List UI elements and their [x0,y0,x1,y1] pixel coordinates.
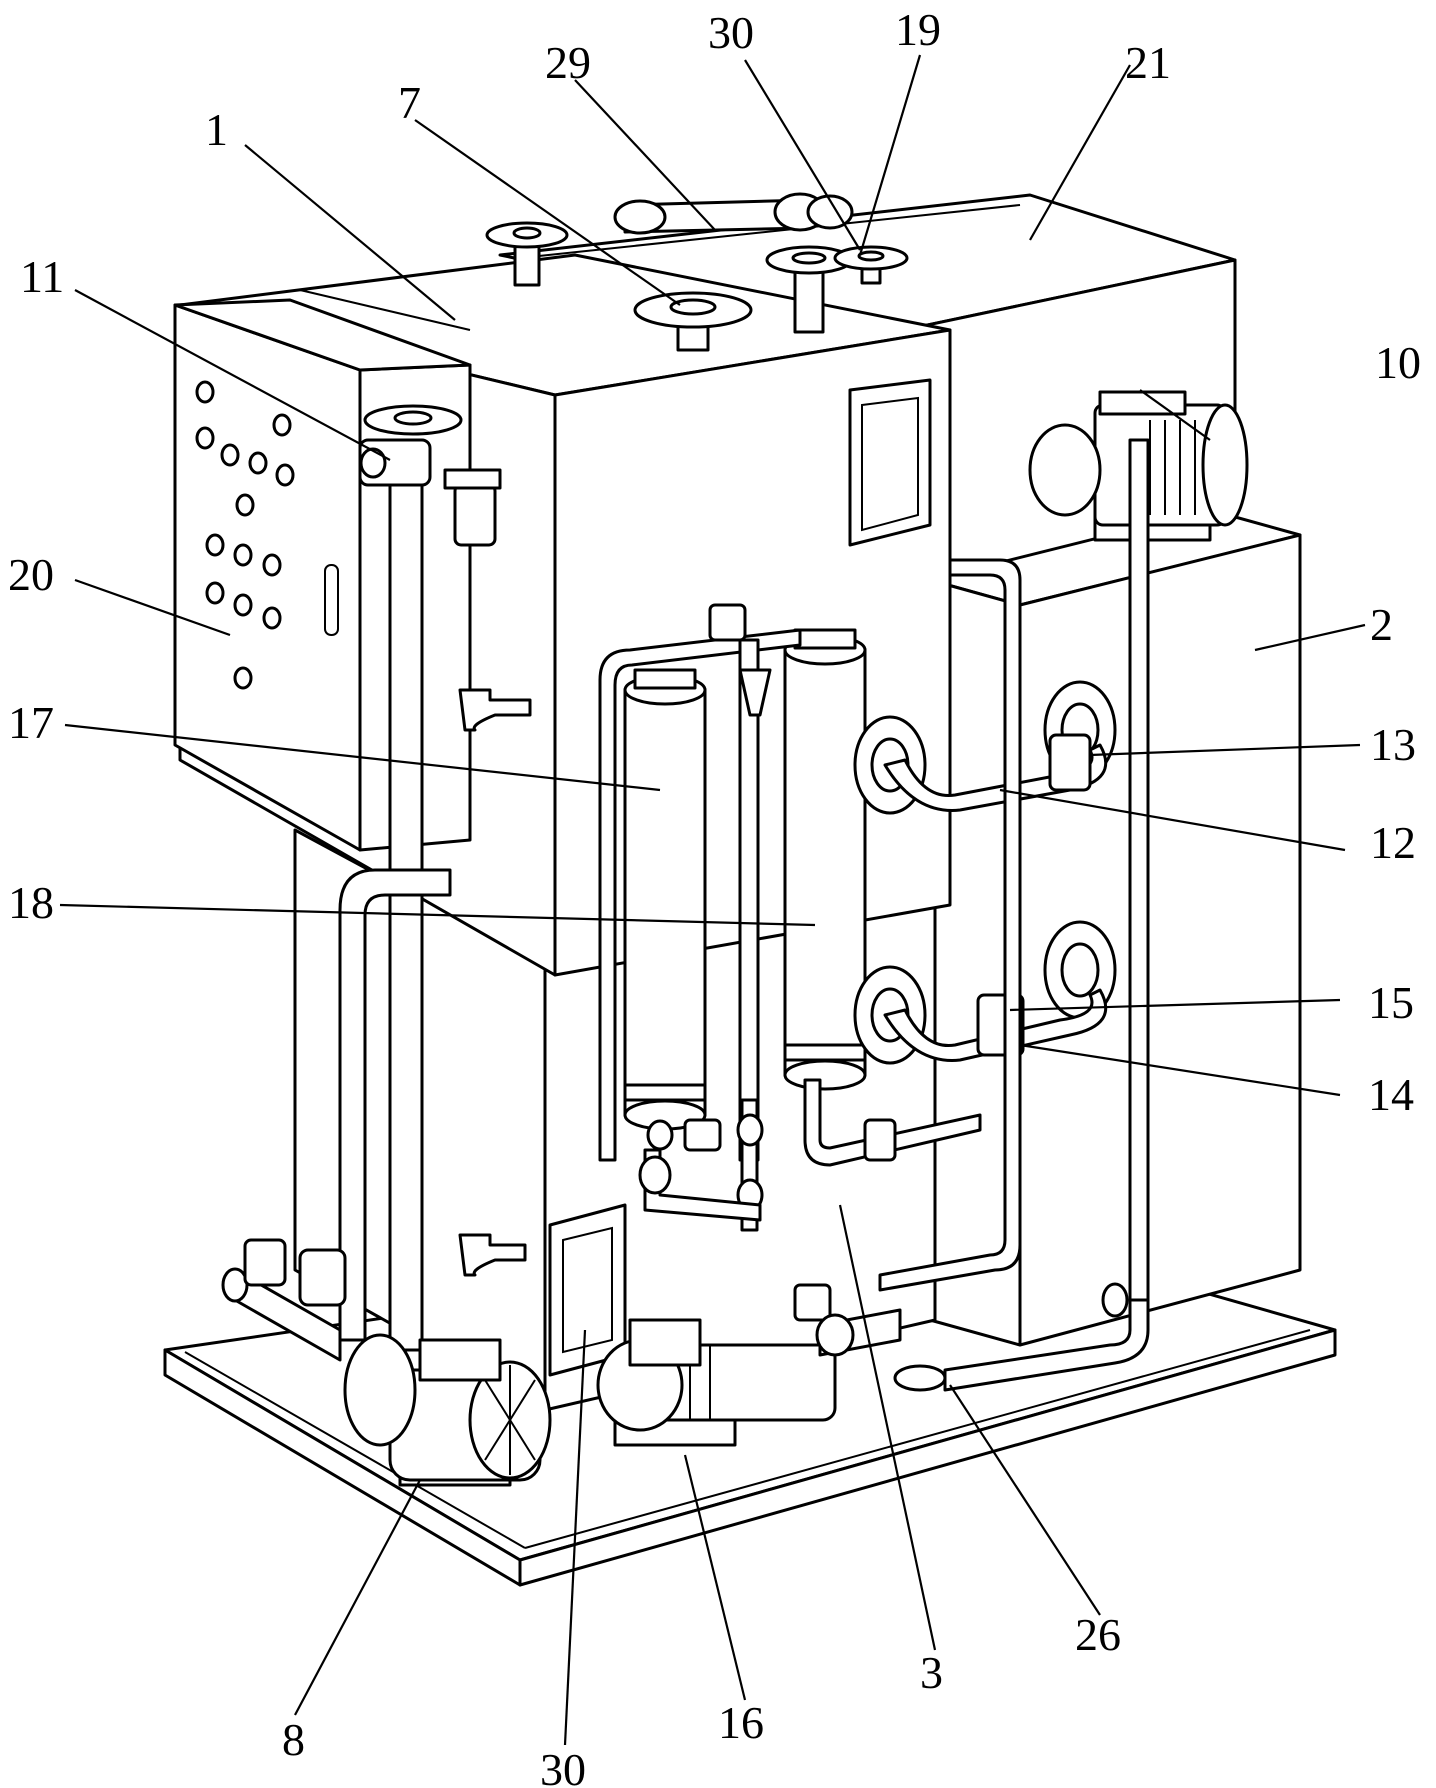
label-15: 15 [1368,977,1414,1028]
label-10: 10 [1375,337,1421,388]
label-2: 2 [1370,599,1393,650]
filter-18 [783,628,867,1091]
label-30-top: 30 [708,7,754,58]
pump-8 [343,1333,552,1487]
label-30-bottom: 30 [540,1744,586,1788]
label-19: 19 [895,4,941,55]
left-pipe-11 [338,404,532,1352]
control-knobs [195,380,295,690]
label-11: 11 [20,251,64,302]
motor-10 [1028,390,1249,542]
label-26: 26 [1075,1609,1121,1660]
pipe-12 [853,680,1117,815]
label-3: 3 [920,1647,943,1698]
label-18: 18 [8,877,54,928]
label-29: 29 [545,37,591,88]
label-21: 21 [1125,37,1171,88]
label-20: 20 [8,549,54,600]
left-valves [221,1238,347,1362]
return-pipe [878,438,1150,1392]
label-1: 1 [205,104,228,155]
control-box-20 [173,298,472,852]
label-16: 16 [718,1697,764,1748]
label-12: 12 [1370,817,1416,868]
label-17: 17 [8,697,54,748]
label-13: 13 [1370,719,1416,770]
leader-lines [59,54,1366,1746]
label-8: 8 [282,1714,305,1765]
top-flanges [485,221,909,352]
label-7: 7 [398,77,421,128]
filter-17 [623,668,707,1131]
label-14: 14 [1368,1069,1414,1120]
top-pipe-29 [613,192,854,235]
pump-16 [596,1283,902,1447]
callout-labels: 1 7 29 30 19 21 11 10 20 2 17 13 12 18 1… [8,4,1421,1788]
sight-glass-19 [848,378,932,547]
filter-piping [598,603,982,1232]
pipe-14 [853,920,1117,1065]
tank-2 [928,508,1302,1347]
